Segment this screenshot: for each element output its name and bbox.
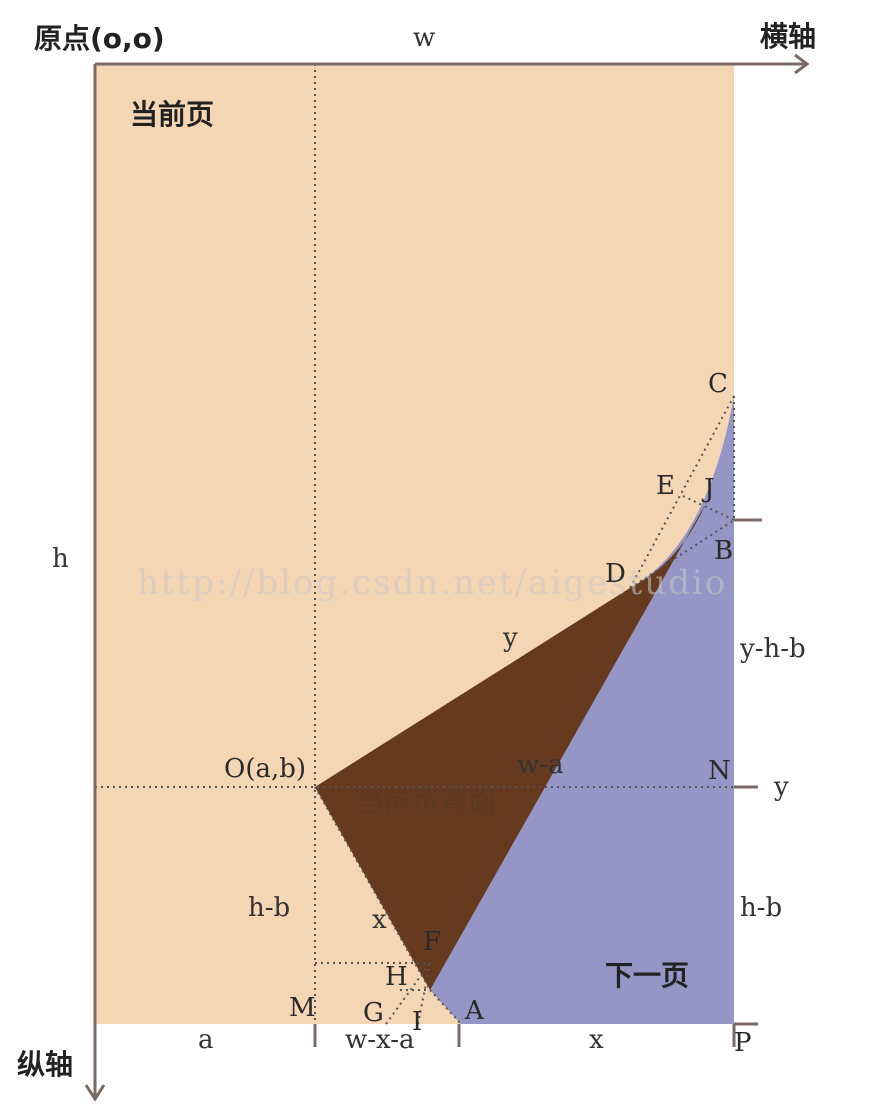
g-dotted — [385, 962, 431, 1025]
current-page-label: 当前页 — [130, 98, 214, 131]
current-page-back-area — [315, 505, 705, 990]
point-b: B — [714, 536, 733, 566]
height-label: h — [52, 544, 69, 574]
fold-line-dotted — [629, 395, 735, 589]
point-f: F — [423, 927, 441, 957]
point-o: O(a,b) — [224, 754, 306, 784]
point-e: E — [656, 471, 675, 501]
page-back-label: 当前页背面 — [356, 785, 496, 818]
point-i: I — [412, 1007, 422, 1037]
segment-bottom-a: a — [198, 1025, 214, 1055]
segment-h-b-right: h-b — [740, 893, 782, 923]
point-m: M — [289, 993, 316, 1023]
segment-right-y: y — [773, 772, 789, 802]
ai-dotted — [429, 989, 462, 1025]
vertical-axis-label: 纵轴 — [17, 1048, 73, 1081]
point-n: N — [708, 756, 731, 786]
origin-label: 原点(o,o) — [34, 22, 165, 55]
segment-bottom-w-x-a: w-x-a — [345, 1025, 415, 1055]
point-h: H — [385, 962, 408, 992]
segment-y-h-b: y-h-b — [739, 634, 806, 664]
width-label: w — [413, 23, 435, 53]
point-d: D — [605, 559, 626, 589]
horizontal-axis-label: 横轴 — [760, 20, 816, 53]
axes — [84, 53, 810, 1102]
jb-dotted — [629, 519, 735, 589]
point-a: A — [464, 996, 485, 1026]
dotted-guides — [95, 64, 735, 1025]
fa-dotted — [417, 962, 431, 1025]
segment-w-minus-a: w-a — [517, 750, 564, 780]
point-c: C — [708, 369, 728, 399]
segment-bottom-x: x — [589, 1025, 604, 1055]
watermark: http://blog.csdn.net/aigestudio — [137, 563, 727, 603]
segment-x-edge: x — [372, 905, 387, 935]
horizontal-axis-arrow-icon — [794, 53, 810, 75]
segment-h-b-left: h-b — [248, 893, 290, 923]
segment-y-edge: y — [502, 623, 518, 653]
next-page-label: 下一页 — [605, 959, 689, 992]
point-p: P — [734, 1028, 752, 1058]
point-j: J — [701, 474, 714, 504]
point-g: G — [363, 998, 384, 1028]
vertical-axis-arrow-icon — [84, 1084, 106, 1102]
